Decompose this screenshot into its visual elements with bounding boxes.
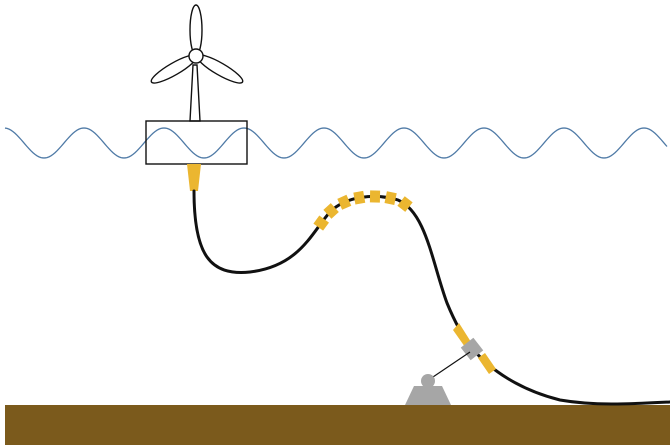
buoyancy-modules: [313, 190, 413, 231]
buoyancy-module-icon: [353, 190, 366, 205]
buoyancy-module-icon: [323, 203, 339, 219]
cable-joint: [453, 323, 496, 374]
bend-stiffer: [187, 164, 201, 191]
buoyancy-module-icon: [369, 190, 381, 203]
anchor-tether: [429, 351, 471, 380]
buoyancy-module-icon: [397, 196, 413, 212]
floating-platform: [145, 120, 248, 165]
sea-surface-wave: [4, 127, 668, 159]
turbine-hub: [188, 48, 204, 64]
buoyancy-module-icon: [384, 191, 397, 205]
buoyancy-module-icon: [337, 194, 352, 210]
joint-sleeve-lower: [478, 353, 496, 374]
anchor-icon: [405, 374, 451, 405]
dynamic-cable: [192, 189, 670, 406]
wind-turbine-icon: [150, 4, 244, 122]
turbine-blade: [189, 4, 203, 56]
joint-sleeve-upper: [453, 323, 471, 347]
seabed: [5, 405, 670, 445]
turbine-tower: [189, 64, 201, 122]
buoyancy-module-icon: [313, 215, 329, 231]
